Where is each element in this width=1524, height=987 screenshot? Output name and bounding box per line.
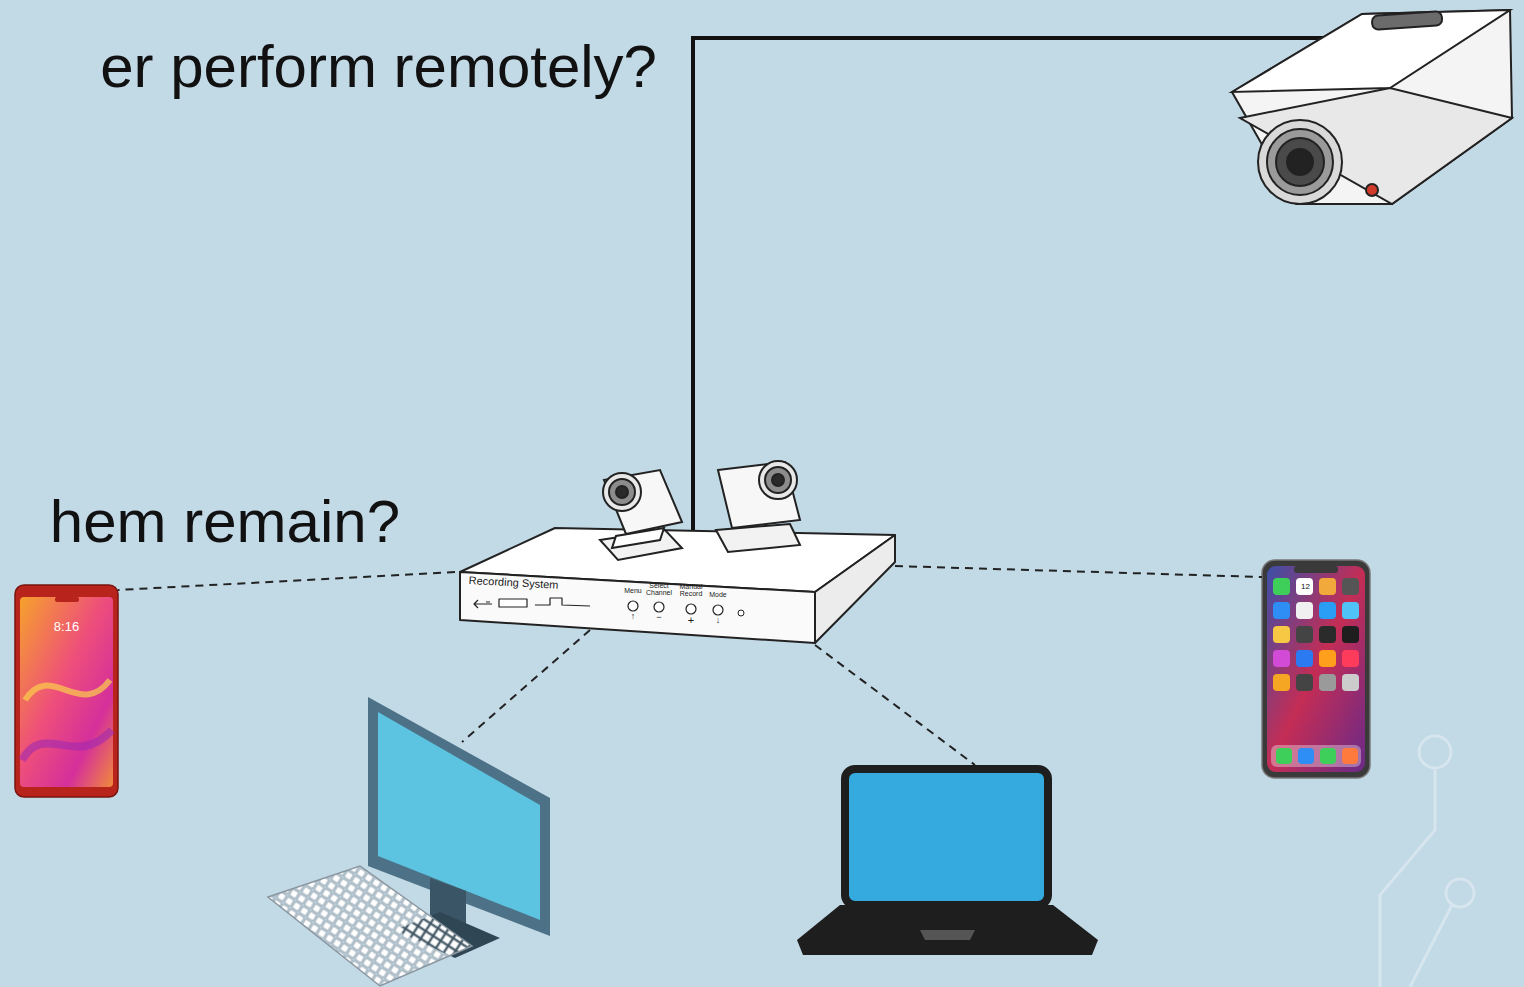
node-label: 8:16 <box>15 620 118 634</box>
app-icon <box>1319 650 1336 667</box>
app-icon <box>1296 674 1313 691</box>
bullet-camera <box>1232 10 1512 204</box>
recording-system: Recording SystemMenuSelect ChannelManual… <box>455 560 895 645</box>
recording-box-part <box>474 600 492 608</box>
dock-icon <box>1276 748 1292 764</box>
dashed-link <box>118 572 455 590</box>
laptop <box>797 769 1098 955</box>
iphone-screen: 12 <box>1262 560 1370 778</box>
bullet-camera-part <box>1276 138 1324 186</box>
iphone-part <box>1294 566 1338 573</box>
recording-box-part <box>535 598 590 606</box>
app-icon <box>1342 674 1359 691</box>
dock-icon <box>1320 748 1336 764</box>
recording-box-part <box>628 601 638 611</box>
button-label: Manual Record <box>676 583 706 598</box>
recording-box-part <box>654 602 664 612</box>
bullet-camera-part <box>1287 149 1313 175</box>
desktop-computer-part <box>268 866 472 986</box>
mini-camera-part <box>603 473 641 511</box>
button-label: + <box>684 615 698 627</box>
dashed-link <box>895 566 1262 577</box>
app-icon <box>1342 626 1359 643</box>
circuit-decoration <box>1380 736 1474 987</box>
app-icon <box>1342 578 1359 595</box>
app-icon <box>1273 650 1290 667</box>
recording-box-part <box>815 535 895 643</box>
app-icon <box>1319 674 1336 691</box>
bullet-camera-part <box>1366 184 1378 196</box>
mini-camera-part <box>604 470 682 534</box>
app-icon <box>1273 674 1290 691</box>
bullet-camera-part <box>1232 10 1512 204</box>
recording-box-part <box>499 599 527 607</box>
android-phone-part <box>55 597 79 602</box>
recording-box-part <box>713 605 723 615</box>
iphone-part <box>1262 560 1370 778</box>
laptop-part <box>797 905 1098 955</box>
dock-icon <box>1298 748 1314 764</box>
node-label: Recording System <box>468 575 578 592</box>
app-icon <box>1296 650 1313 667</box>
recording-box-part <box>686 604 696 614</box>
app-icon <box>1273 602 1290 619</box>
mini-camera-part <box>716 524 800 552</box>
app-icon <box>1319 578 1336 595</box>
button-label: ↑ <box>626 612 640 621</box>
button-label: ↓ <box>711 616 725 625</box>
bullet-camera-part <box>1240 88 1512 204</box>
dock-icon <box>1342 748 1358 764</box>
mini-camera <box>716 461 800 552</box>
android-phone-screen: 8:16 <box>15 585 118 797</box>
button-label: Mode <box>705 591 731 598</box>
button-label: Menu <box>618 587 648 594</box>
app-icon <box>1273 626 1290 643</box>
circuit-decoration-part <box>1446 879 1474 907</box>
app-icon <box>1273 578 1290 595</box>
dashed-link <box>462 630 590 742</box>
android-phone-part <box>15 585 118 797</box>
app-icon <box>1296 626 1313 643</box>
android-phone <box>15 585 118 797</box>
bullet-camera-part <box>1232 10 1510 92</box>
mini-camera-part <box>772 474 784 486</box>
bullet-camera-part <box>1267 129 1333 195</box>
iphone <box>1262 560 1370 778</box>
mini-camera-part <box>765 467 791 493</box>
iphone-part <box>1267 566 1365 772</box>
app-icon <box>1342 602 1359 619</box>
laptop-part <box>920 930 975 940</box>
desktop-computer <box>268 697 550 986</box>
recording-box <box>460 528 895 643</box>
slide-text: er perform remotely? <box>100 34 657 100</box>
bullet-camera-part <box>1258 120 1342 204</box>
mini-camera-part <box>616 486 628 498</box>
button-label: Select Channel <box>643 582 675 597</box>
circuit-decoration-part <box>1410 905 1452 987</box>
mini-camera-part <box>759 461 797 499</box>
app-icon <box>1319 626 1336 643</box>
android-phone-part <box>25 680 110 700</box>
mini-camera-part <box>718 462 800 528</box>
circuit-decoration-part <box>1419 736 1451 768</box>
dashed-link <box>815 645 975 765</box>
node-label: 12 <box>1296 583 1315 591</box>
mini-camera <box>600 470 682 560</box>
recording-box-part <box>738 610 744 616</box>
iphone-part <box>1271 745 1361 767</box>
laptop-part <box>845 769 1048 905</box>
app-icon <box>1296 602 1313 619</box>
button-label: − <box>652 613 666 622</box>
slide-text: hem remain? <box>50 489 400 555</box>
app-icon <box>1319 602 1336 619</box>
android-phone-part <box>22 730 112 760</box>
bullet-camera-part <box>1372 11 1443 30</box>
mini-camera-part <box>609 479 635 505</box>
recording-box-part <box>460 572 815 643</box>
app-icon <box>1342 650 1359 667</box>
